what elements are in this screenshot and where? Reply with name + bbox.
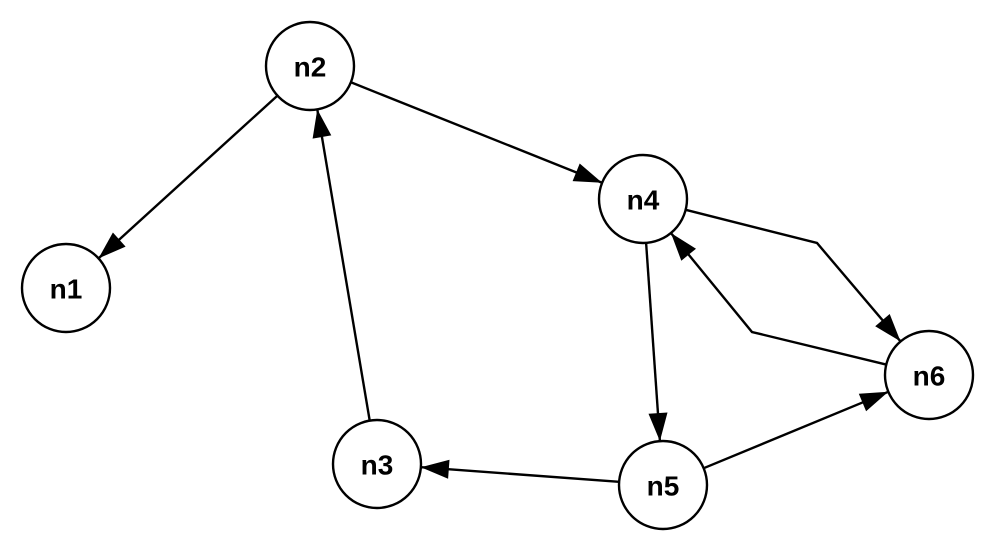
- node-label-n2: n2: [294, 52, 327, 83]
- node-circle-n4: [597, 153, 689, 245]
- node-circle-n2: [264, 20, 356, 112]
- node-n2: n2: [264, 20, 356, 112]
- edge-n5-n6: [703, 390, 889, 470]
- node-n5: n5: [617, 439, 709, 531]
- edge-n4-n6: [685, 208, 902, 343]
- edge-layer: [97, 81, 902, 483]
- node-circle-n5: [617, 439, 709, 531]
- node-circle-n1: [20, 242, 112, 334]
- node-n6: n6: [883, 329, 975, 421]
- node-n1: n1: [20, 242, 112, 334]
- node-layer: n1 n2 n3 n4 n5 n6: [20, 20, 975, 531]
- arrowhead-icon: [875, 314, 901, 342]
- arrowhead-icon: [858, 391, 889, 412]
- edge-n4-n5: [644, 242, 662, 442]
- edge-n6-n4: [669, 232, 887, 366]
- node-n3: n3: [331, 418, 423, 510]
- edge-n3-n2: [316, 109, 371, 421]
- edge-n2-n4: [350, 81, 603, 184]
- edge-n5-n3: [420, 466, 620, 483]
- arrowhead-icon: [670, 233, 696, 261]
- node-n4: n4: [597, 153, 689, 245]
- edge-n2-n1: [97, 94, 279, 260]
- arrowhead-icon: [572, 163, 603, 183]
- node-label-n3: n3: [361, 450, 394, 481]
- node-circle-n3: [331, 418, 423, 510]
- node-label-n6: n6: [913, 361, 946, 392]
- arrowhead-icon: [648, 412, 668, 442]
- arrowhead-icon: [312, 109, 332, 139]
- arrowhead-icon: [98, 232, 126, 259]
- node-label-n5: n5: [647, 471, 680, 502]
- node-label-n4: n4: [627, 185, 660, 216]
- node-circle-n6: [883, 329, 975, 421]
- arrowhead-icon: [420, 459, 450, 479]
- node-label-n1: n1: [50, 274, 83, 305]
